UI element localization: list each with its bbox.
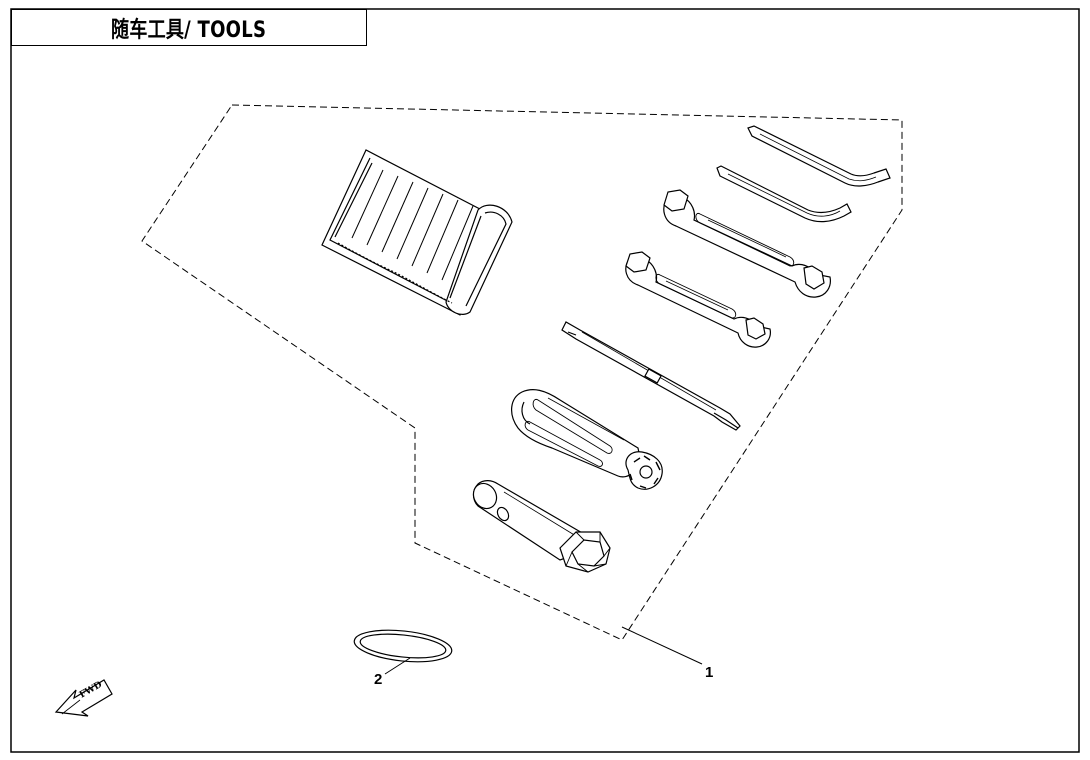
leader-line-2 <box>384 657 411 675</box>
callout-label-1: 1 <box>705 664 714 681</box>
rubber-band <box>353 629 453 663</box>
drawing-border <box>10 8 1080 753</box>
page-title: 随车工具/ TOOLS <box>111 17 267 43</box>
hex-key-large <box>747 125 891 187</box>
callout-label-2: 2 <box>374 671 383 688</box>
screwdriver-handle <box>511 389 663 490</box>
wrench-large <box>663 189 831 298</box>
forward-arrow-icon <box>54 679 113 717</box>
spark-plug-socket <box>472 480 611 573</box>
title-box: 随车工具/ TOOLS <box>11 9 367 46</box>
wrench-small <box>625 251 771 348</box>
screwdriver-shaft <box>561 321 741 431</box>
tool-pouch <box>321 149 513 316</box>
hex-key-small <box>716 165 852 223</box>
kit-group-outline <box>141 104 903 641</box>
leader-line-1 <box>621 626 703 665</box>
